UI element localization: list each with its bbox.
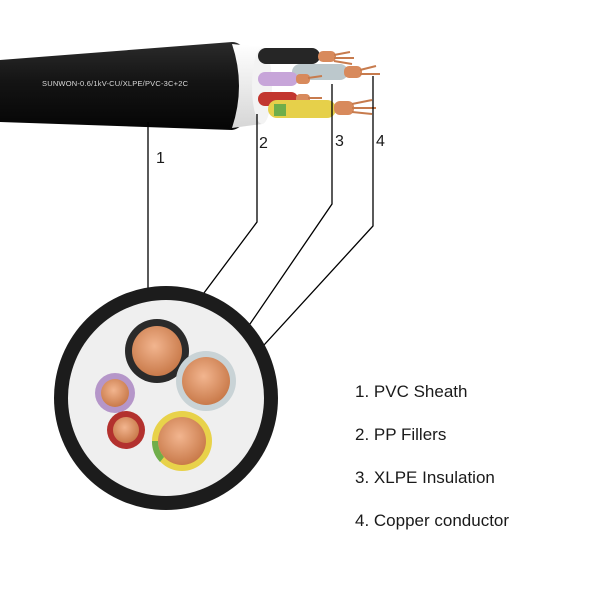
callout-number-2: 2: [259, 135, 268, 152]
callout-number-1: 1: [156, 150, 165, 167]
copper-conductor: [182, 357, 230, 405]
core-section-black: [125, 319, 189, 383]
core-purple: [258, 72, 323, 86]
legend-item-xlpe-insulation: 3. XLPE Insulation: [355, 468, 495, 487]
core-section-yellow-green: [151, 411, 212, 471]
copper-conductor: [113, 417, 139, 443]
callout-number-4: 4: [376, 133, 385, 150]
core-section-purple: [95, 373, 135, 413]
cable-cross-section: [54, 286, 278, 510]
legend-item-pp-fillers: 2. PP Fillers: [355, 425, 447, 444]
cable-side-view: SUNWON-0.6/1kV-CU/XLPE/PVC-3C+2C: [0, 42, 380, 130]
callout-number-3: 3: [335, 133, 344, 150]
core-yellow-green: [268, 99, 376, 118]
cable-marking: SUNWON-0.6/1kV-CU/XLPE/PVC-3C+2C: [42, 79, 189, 88]
callout-line-2: [188, 114, 258, 314]
copper-conductor: [101, 379, 129, 407]
cable-jacket: [0, 42, 252, 130]
legend-list: 1. PVC Sheath 2. PP Fillers 3. XLPE Insu…: [355, 380, 509, 552]
callout-line-3: [223, 84, 333, 363]
core-section-red: [107, 411, 145, 449]
callout-lines: [147, 76, 374, 381]
core-section-grey: [176, 351, 236, 411]
copper-conductor: [158, 417, 206, 465]
core-black: [258, 48, 354, 65]
legend-item-copper-conductor: 4. Copper conductor: [355, 511, 510, 530]
legend-item-pvc-sheath: 1. PVC Sheath: [355, 382, 468, 401]
callout-numbers: 1 2 3 4: [156, 133, 385, 167]
callout-line-4: [231, 76, 374, 381]
pp-filler: [68, 300, 264, 496]
copper-conductor: [132, 326, 182, 376]
